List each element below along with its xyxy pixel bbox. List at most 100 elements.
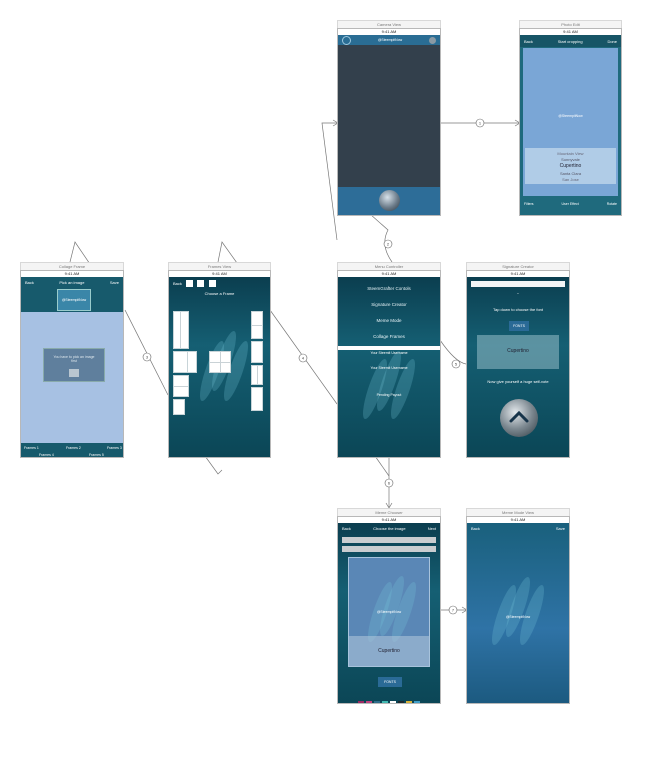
back-button[interactable]: Back <box>471 525 480 531</box>
frame-4-button[interactable]: Frames 4 <box>39 453 54 457</box>
username-label: Your Steemit Username <box>370 366 408 370</box>
menu-item-meme[interactable]: Meme Mode <box>376 318 402 323</box>
user-effect-button[interactable]: User Effect <box>561 202 579 206</box>
frame-option[interactable] <box>251 365 263 385</box>
bottom-text-field[interactable] <box>342 546 436 552</box>
font-picker[interactable]: Cupertino <box>477 335 559 369</box>
swatch[interactable] <box>366 701 372 703</box>
scene-camera[interactable]: Camera View 9:41 AM @SteempitNow <box>337 20 441 216</box>
segue-badge <box>142 352 152 362</box>
menu-item-signature[interactable]: Signature Creator <box>371 302 407 307</box>
swatch[interactable] <box>358 701 364 703</box>
swatch[interactable] <box>564 215 570 216</box>
frame-3-button[interactable]: Frames 3 <box>107 446 122 450</box>
frame-1-button[interactable]: Frames 1 <box>24 446 39 450</box>
swatch[interactable] <box>414 701 420 703</box>
frame-2-button[interactable]: Frames 2 <box>66 446 81 450</box>
save-button[interactable]: Save <box>109 279 119 285</box>
scene-collage[interactable]: Collage Frame 9:41 AM Back Pick an image… <box>20 262 124 458</box>
next-button[interactable]: Next <box>427 525 436 531</box>
menu-item-collage[interactable]: Collage Frames <box>373 334 405 339</box>
swatch[interactable] <box>572 215 578 216</box>
swatch[interactable] <box>580 215 586 216</box>
empty-notice: You have to pick an image first <box>43 348 105 382</box>
frame-option[interactable] <box>187 351 197 373</box>
swatch[interactable] <box>406 701 412 703</box>
swatch[interactable] <box>556 215 562 216</box>
segue-line <box>374 455 390 477</box>
settings-icon[interactable] <box>429 36 436 44</box>
swatch[interactable] <box>374 701 380 703</box>
save-button[interactable]: Save <box>555 525 565 531</box>
meme-watermark: @SteempitNow <box>376 610 402 614</box>
pending-payout-label: Pending Payout <box>376 393 402 397</box>
scene-meme-final[interactable]: Meme Mode View 9:41 AM Back Save @Steemp… <box>466 508 570 704</box>
collage-nav: Back Pick an image Save <box>21 277 123 287</box>
frame-5-button[interactable]: Frames 5 <box>89 453 104 457</box>
frame-option[interactable] <box>251 341 263 363</box>
done-button[interactable]: Done <box>607 38 617 44</box>
frame-icon[interactable] <box>185 279 193 287</box>
pick-image-button[interactable] <box>69 369 79 377</box>
scene-signature[interactable]: Signature Creator 9:41 AM - Tap down to … <box>466 262 570 458</box>
frame-icon[interactable] <box>196 279 204 287</box>
back-button[interactable]: Back <box>524 38 533 44</box>
frame-option[interactable] <box>251 311 263 339</box>
photo-canvas[interactable]: @SteempitNow Mountain View Sunnyvale Cup… <box>523 48 618 196</box>
fonts-button[interactable]: FONTS <box>509 321 529 331</box>
collage-canvas[interactable]: You have to pick an image first <box>21 312 123 443</box>
scene-choose-frame[interactable]: Frames View 9:41 AM Back Choose a Frame <box>168 262 271 458</box>
menu-item-steemgrafter[interactable]: SteemGrafter Contols <box>367 286 411 291</box>
swatch[interactable] <box>540 215 546 216</box>
picker-selected: Cupertino <box>507 348 529 354</box>
shutter-button[interactable] <box>379 190 400 211</box>
scene-menu[interactable]: Menu Controller 9:41 AM SteemGrafter Con… <box>337 262 441 458</box>
signature-input[interactable] <box>471 281 565 287</box>
scene-meme-chooser[interactable]: Meme Chooser 9:41 AM Back Choose the ima… <box>337 508 441 704</box>
status-bar: 9:41 AM <box>338 517 440 523</box>
swatch[interactable] <box>548 215 554 216</box>
meme-image-area[interactable]: @SteempitNow Cupertino <box>348 557 430 667</box>
frame-option[interactable] <box>251 387 263 411</box>
segue-line <box>369 213 393 263</box>
segue-label: 5 <box>455 362 458 367</box>
nav-title: @SteempitNow <box>377 38 403 42</box>
fonts-button[interactable]: FONTS <box>378 677 402 687</box>
swatch[interactable] <box>398 701 404 703</box>
choose-frame-screen: 9:41 AM Back Choose a Frame <box>168 270 271 458</box>
back-button[interactable]: Back <box>173 280 182 286</box>
status-bar: 9:41 AM <box>338 271 440 277</box>
segue-label: 4 <box>302 356 305 361</box>
swatch[interactable] <box>382 701 388 703</box>
top-text-field[interactable] <box>342 537 436 543</box>
filters-button[interactable]: Filters <box>524 202 534 206</box>
frame-icon[interactable] <box>208 279 216 287</box>
scene-title: Meme Chooser <box>337 508 441 516</box>
status-bar: 9:41 AM <box>520 29 621 35</box>
photo-edit-toolbar: Filters User Effect Rotate <box>520 199 621 209</box>
scene-title: Photo Edit <box>519 20 622 28</box>
city-picker[interactable]: Mountain View Sunnyvale Cupertino Santa … <box>525 148 616 184</box>
rotate-button[interactable]: Rotate <box>606 202 617 206</box>
swatch[interactable] <box>588 215 594 216</box>
back-button[interactable]: Back <box>342 525 351 531</box>
swatch[interactable] <box>596 215 602 216</box>
choose-frame-heading: Choose a Frame <box>204 291 235 296</box>
segue-label: 7 <box>452 608 455 613</box>
scene-photo-edit[interactable]: Photo Edit 9:41 AM Back Start cropping D… <box>519 20 622 216</box>
back-button[interactable]: Back <box>25 279 34 285</box>
frame-option[interactable] <box>173 399 185 415</box>
upvote-button[interactable] <box>500 399 538 437</box>
frame-option[interactable] <box>209 351 231 373</box>
frame-option[interactable] <box>173 311 189 349</box>
start-cropping-button[interactable]: Start cropping <box>557 38 583 44</box>
meme-chooser-screen: 9:41 AM Back Choose the image Next @Stee… <box>337 516 441 704</box>
picker-item: San Jose <box>562 177 579 182</box>
photo-edit-screen: 9:41 AM Back Start cropping Done @Steemp… <box>519 28 622 216</box>
font-picker[interactable]: Cupertino <box>349 636 429 666</box>
segue-label: 3 <box>146 355 149 360</box>
username-label: Your Steemit Username <box>370 351 408 355</box>
swatch[interactable] <box>390 701 396 703</box>
frame-option[interactable] <box>173 375 189 397</box>
